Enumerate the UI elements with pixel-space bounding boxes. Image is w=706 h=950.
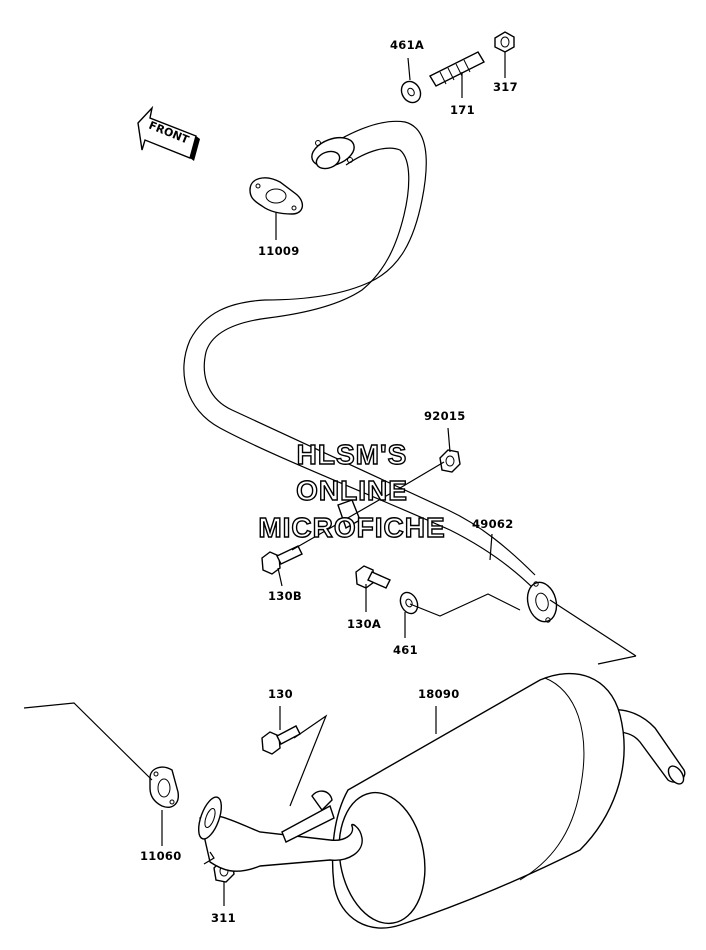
label-461A: 461A <box>390 38 424 52</box>
washer-461 <box>399 591 419 615</box>
gasket-11060 <box>149 766 179 808</box>
muffler-18090 <box>197 672 686 929</box>
stud-171 <box>429 51 485 87</box>
nut-92015 <box>439 449 461 473</box>
label-92015: 92015 <box>424 409 466 423</box>
front-arrow: FRONT <box>137 105 200 161</box>
bolt-130 <box>261 725 301 755</box>
bolt-130B <box>261 545 303 575</box>
leader-lines <box>23 52 521 906</box>
label-130A: 130A <box>347 617 381 631</box>
watermark: HLSM'S ONLINE MICROFICHE <box>258 438 446 543</box>
nut-317 <box>494 31 515 53</box>
exhaust-pipe-49062 <box>183 120 637 665</box>
label-461: 461 <box>393 643 418 657</box>
label-317: 317 <box>493 80 518 94</box>
label-130B: 130B <box>268 589 302 603</box>
watermark-line-2: ONLINE <box>296 475 408 506</box>
washer-461A <box>400 80 422 104</box>
bolt-130A <box>355 565 391 589</box>
label-171: 171 <box>450 103 475 117</box>
label-18090: 18090 <box>418 687 460 701</box>
label-11060: 11060 <box>140 849 182 863</box>
label-49062: 49062 <box>472 517 514 531</box>
label-311: 311 <box>211 911 236 925</box>
label-130: 130 <box>268 687 293 701</box>
part-labels: 461A 171 317 11009 92015 49062 130B 130A… <box>140 38 518 925</box>
watermark-line-1: HLSM'S <box>297 439 408 470</box>
label-11009: 11009 <box>258 244 300 258</box>
watermark-line-3: MICROFICHE <box>258 512 445 543</box>
gasket-11009 <box>249 177 303 215</box>
